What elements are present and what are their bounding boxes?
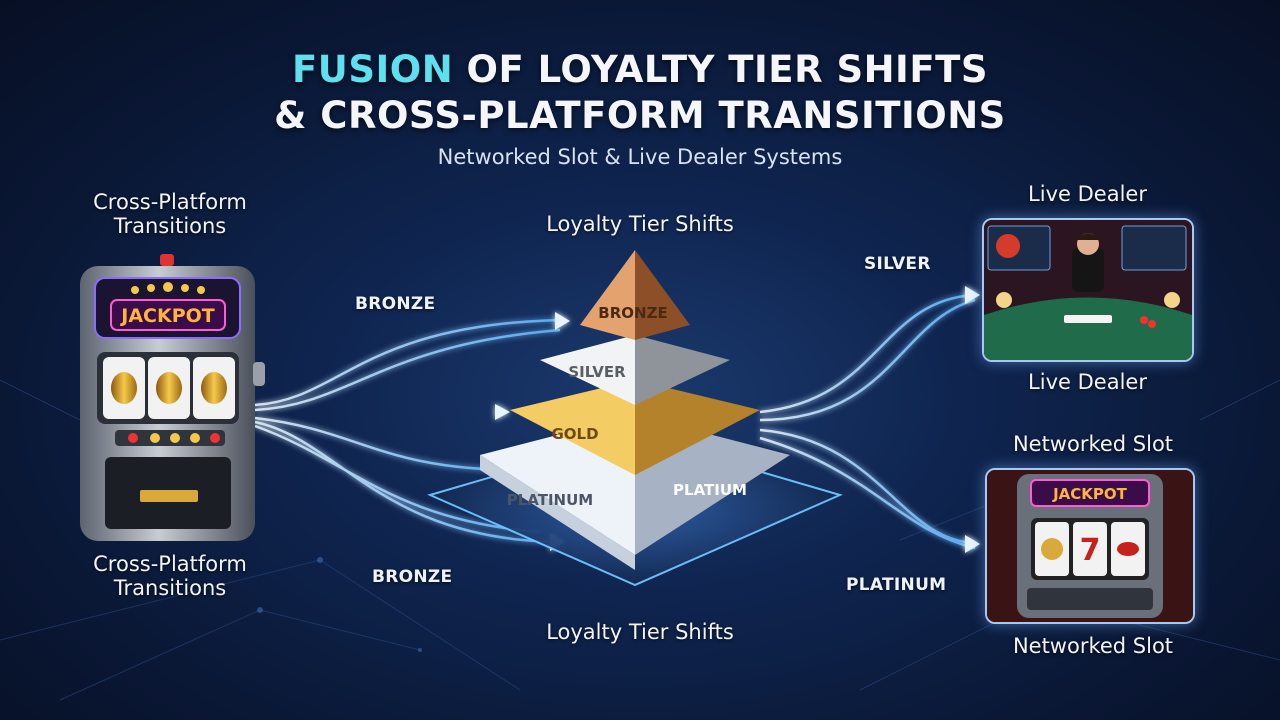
main-title-line-2: & CROSS-PLATFORM TRANSITIONS — [274, 94, 1006, 137]
flow-label-right-bottom: PLATINUM — [846, 575, 947, 595]
networked-slot-card: JACKPOT 7 — [985, 468, 1195, 624]
reel-symbol-seven: 7 — [1080, 533, 1101, 568]
right-jackpot-sign: JACKPOT — [1052, 485, 1128, 503]
left-bottom-label: Cross-Platform Transitions — [93, 552, 247, 600]
flow-label-left-top: BRONZE — [355, 294, 436, 314]
left-top-label: Cross-Platform Transitions — [93, 190, 247, 238]
tier-label-bronze: BRONZE — [598, 304, 667, 322]
networked-slot-top-label: Networked Slot — [1012, 432, 1174, 456]
tier-label-platinum-right: PLATIUM — [673, 481, 747, 499]
tier-label-gold: GOLD — [551, 425, 598, 443]
main-title-line-1: FUSION OF LOYALTY TIER SHIFTS — [0, 48, 1280, 91]
tier-label-silver: SILVER — [568, 363, 626, 381]
live-dealer-card — [982, 218, 1194, 362]
networked-slot-illustration: JACKPOT 7 — [987, 470, 1193, 622]
title-line1-rest: OF LOYALTY TIER SHIFTS — [453, 48, 988, 91]
live-dealer-illustration — [984, 220, 1192, 360]
loyalty-tier-pyramid: BRONZE SILVER GOLD PLATINUM PLATIUM — [427, 250, 843, 587]
title-highlight: FUSION — [292, 48, 454, 91]
flow-label-right-top: SILVER — [864, 254, 931, 274]
flow-label-left-bottom: BRONZE — [372, 567, 453, 587]
tier-label-platinum-left: PLATINUM — [507, 491, 593, 509]
networked-slot-bottom-label: Networked Slot — [1012, 634, 1174, 658]
subtitle: Networked Slot & Live Dealer Systems — [437, 145, 843, 169]
center-bottom-label: Loyalty Tier Shifts — [546, 620, 734, 644]
slot-machine-illustration: JACKPOT — [80, 254, 265, 541]
live-dealer-bottom-label: Live Dealer — [1028, 370, 1147, 394]
center-top-label: Loyalty Tier Shifts — [546, 212, 734, 236]
left-jackpot-sign: JACKPOT — [119, 305, 215, 327]
live-dealer-top-label: Live Dealer — [1028, 182, 1147, 206]
